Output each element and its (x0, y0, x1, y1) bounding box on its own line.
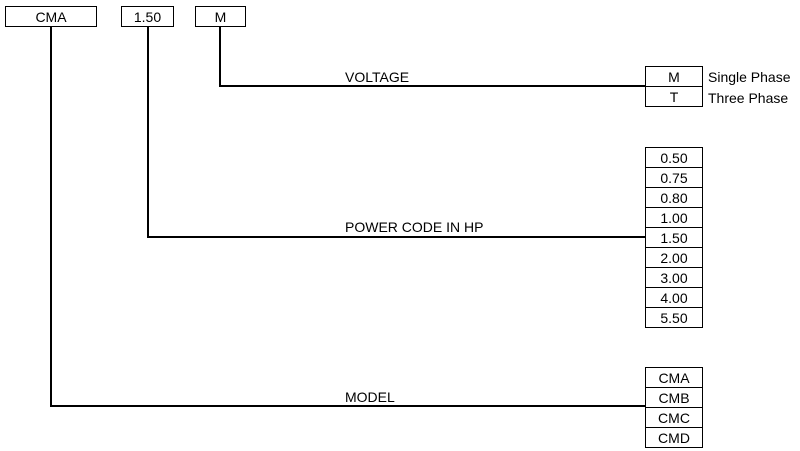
power-options-stack: 0.50 0.75 0.80 1.00 1.50 2.00 3.00 4.00 … (645, 147, 703, 328)
power-option: 1.00 (645, 208, 703, 228)
power-connector-vertical (147, 27, 149, 237)
model-option: CMD (645, 428, 703, 448)
model-options-stack: CMA CMB CMC CMD (645, 367, 703, 448)
model-code-value: CMA (35, 8, 67, 25)
power-label: POWER CODE IN HP (345, 219, 484, 235)
power-connector-horizontal (147, 236, 645, 238)
model-connector-vertical (50, 27, 52, 406)
model-code-box: CMA (5, 6, 97, 27)
power-option: 0.80 (645, 188, 703, 208)
voltage-option-code: M (645, 66, 703, 87)
power-code-box: 1.50 (121, 6, 174, 27)
model-option: CMB (645, 388, 703, 408)
voltage-connector-vertical (219, 27, 221, 86)
power-option: 4.00 (645, 288, 703, 308)
voltage-label: VOLTAGE (345, 69, 410, 85)
power-option: 1.50 (645, 228, 703, 248)
voltage-option-description: Single Phase (708, 69, 791, 85)
model-label: MODEL (345, 389, 395, 405)
model-option: CMC (645, 408, 703, 428)
voltage-option-code: T (645, 87, 703, 107)
model-connector-horizontal (50, 405, 645, 407)
model-option: CMA (645, 367, 703, 388)
voltage-option-description: Three Phase (708, 90, 789, 106)
power-option: 2.00 (645, 248, 703, 268)
power-code-value: 1.50 (133, 8, 162, 25)
power-option: 5.50 (645, 308, 703, 328)
voltage-code-value: M (214, 8, 227, 25)
power-option: 3.00 (645, 268, 703, 288)
power-option: 0.50 (645, 147, 703, 168)
voltage-connector-horizontal (219, 85, 645, 87)
voltage-options-stack: M T (645, 66, 703, 107)
voltage-code-box: M (195, 6, 246, 27)
power-option: 0.75 (645, 168, 703, 188)
